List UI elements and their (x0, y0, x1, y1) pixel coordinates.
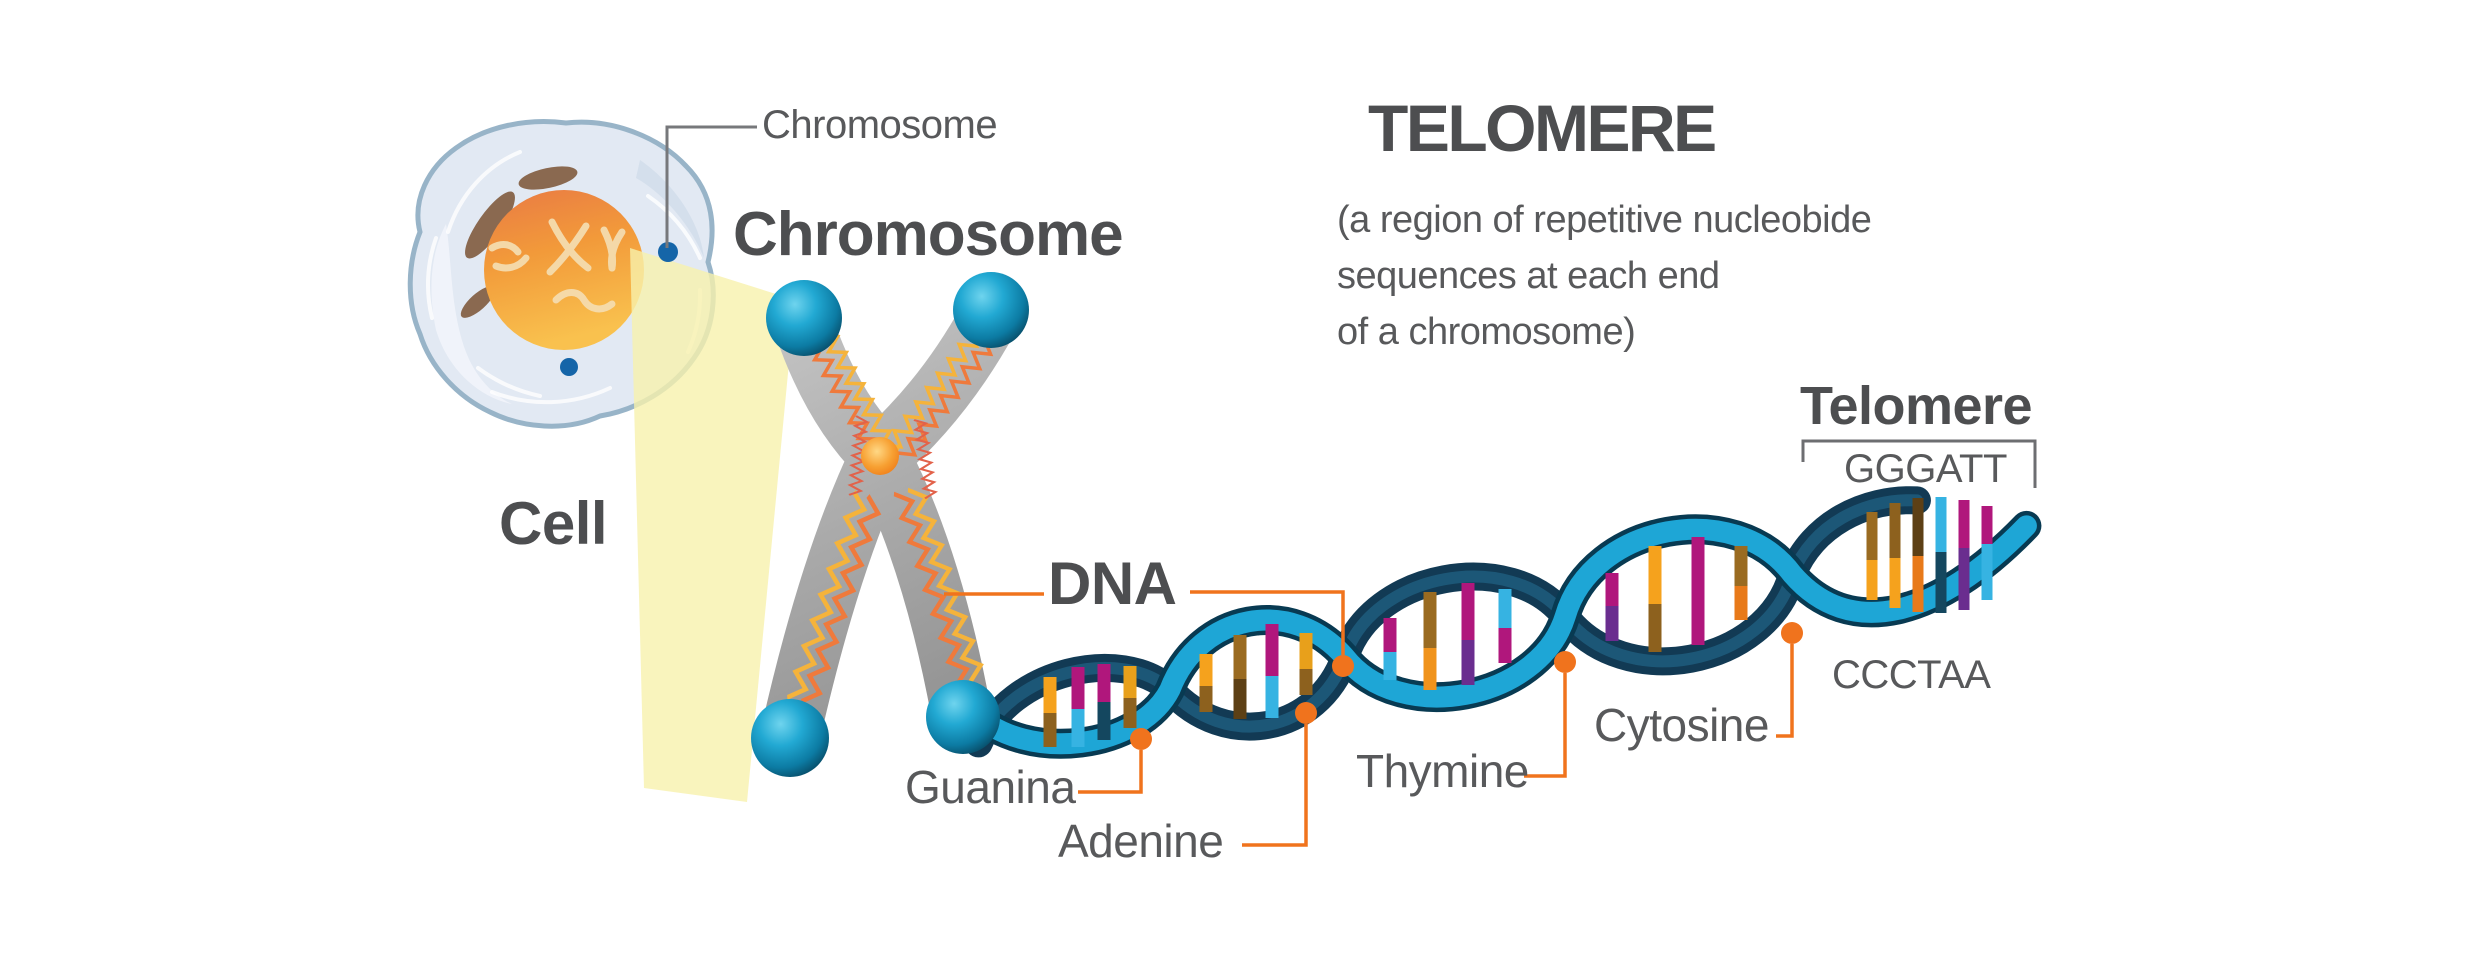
telomere-cap-top-right (953, 272, 1029, 348)
telomere-right-label: Telomere (1800, 376, 2033, 436)
cytoplasm-shade (636, 160, 704, 258)
centromere (861, 437, 899, 475)
adenine-marker-dot (1295, 702, 1317, 724)
organelle (460, 286, 496, 318)
telomere-title: TELOMERE (1368, 91, 1717, 165)
chromosome-heading: Chromosome (733, 200, 1124, 269)
telomere-subtitle: (a region of repetitive nucleobide seque… (1337, 192, 1872, 360)
dna-marker-dot (1332, 655, 1354, 677)
guanine-leader (1078, 750, 1143, 794)
cell-label: Cell (499, 490, 608, 557)
telomere-subtitle-line: (a region of repetitive nucleobide (1337, 199, 1872, 241)
telomere-bracket (1801, 439, 2037, 488)
cytosine-label: Cytosine (1594, 699, 1769, 751)
thymine-label: Thymine (1356, 745, 1529, 797)
membrane-dot-right (658, 242, 678, 262)
chromosome-x-illustration (751, 272, 1029, 777)
chromosome-pointer-leader (665, 125, 757, 248)
telomere-top-sequence: GGGATT (1844, 447, 2007, 491)
guanine-marker-dot (1130, 728, 1152, 750)
cytosine-leader (1776, 644, 1794, 738)
membrane-dot-bottom (560, 358, 578, 376)
chromosome-pointer-label: Chromosome (762, 103, 998, 147)
dna-strand-front (962, 515, 2037, 755)
base-pair-rungs-telomere (1866, 497, 1993, 613)
telomere-cap-top-left (766, 280, 842, 356)
base-pair-rungs (1043, 537, 1748, 747)
adenine-leader (1242, 724, 1308, 847)
telomere-subtitle-line: of a chromosome) (1337, 311, 1636, 353)
thymine-leader (1524, 673, 1567, 778)
dna-leader-right (1190, 590, 1345, 655)
guanine-label: Guanina (905, 761, 1076, 813)
thymine-marker-dot (1554, 651, 1576, 673)
leader-lines (944, 590, 1794, 847)
cell-illustration (407, 119, 716, 429)
cytosine-marker-dot (1781, 622, 1803, 644)
organelle (465, 191, 515, 259)
cytoplasm-highlight (431, 224, 512, 404)
dna-helix-illustration (957, 486, 2042, 759)
telomere-bottom-sequence: CCCTAA (1832, 653, 1991, 697)
organelle (518, 166, 578, 190)
telomere-subtitle-line: sequences at each end (1337, 255, 1720, 297)
nucleus-chromosomes (488, 218, 626, 313)
dna-label: DNA (1048, 550, 1177, 617)
telomere-cap-bottom-right (926, 680, 1000, 754)
telomere-cap-bottom-left (751, 699, 829, 777)
zoom-beam (630, 248, 795, 802)
adenine-label: Adenine (1058, 815, 1224, 867)
